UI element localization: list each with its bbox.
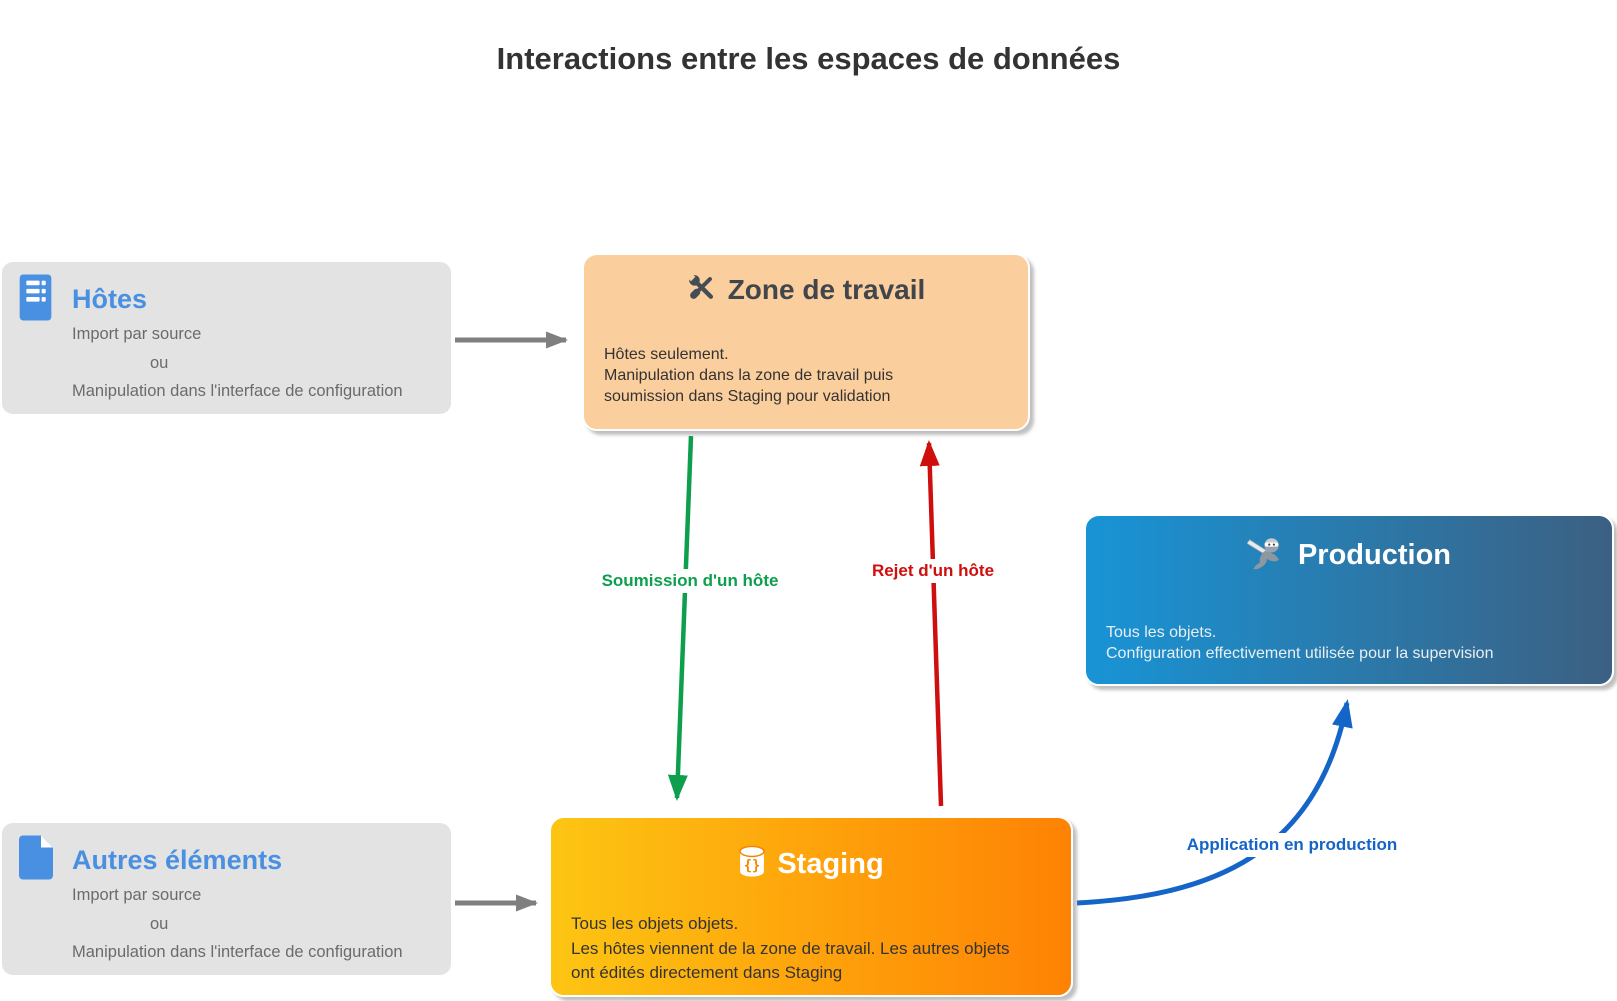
staging-line: ont édités directement dans Staging	[571, 963, 843, 982]
zone-line: Manipulation dans la zone de travail pui…	[604, 367, 894, 384]
server-icon	[19, 274, 52, 326]
autres-line: Manipulation dans l'interface de configu…	[72, 943, 403, 961]
autres-line: Import par source	[72, 886, 202, 904]
production-line: Tous les objets.	[1106, 624, 1217, 641]
staging-title: Staging	[777, 847, 884, 880]
hotes-title: Hôtes	[72, 284, 148, 314]
staging-line: Les hôtes viennent de la zone de travail…	[571, 938, 1010, 958]
autres-line: ou	[150, 914, 169, 933]
staging-line: Tous les objets objets.	[571, 914, 739, 933]
zone-line: Hôtes seulement.	[604, 346, 729, 363]
hotes-line: Import par source	[72, 325, 202, 343]
rejet-arrow	[919, 440, 944, 807]
production-box: Production Tous les objets. Configuratio…	[1084, 514, 1614, 686]
svg-text:{}: {}	[744, 858, 761, 874]
diagram-title: Interactions entre les espaces de donnée…	[496, 41, 1121, 76]
hotes-line: ou	[150, 353, 169, 372]
application-arrow-label: Application en production	[1179, 833, 1405, 857]
zone-line: soumission dans Staging pour validation	[604, 388, 891, 405]
rejet-arrow-label: Rejet d'un hôte	[864, 559, 1002, 583]
tools-icon	[686, 272, 717, 307]
hotes-box: Hôtes Import par source ou Manipulation …	[2, 262, 451, 414]
autres-elements-box: Autres éléments Import par source ou Man…	[2, 823, 451, 975]
database-icon: {}	[738, 845, 766, 883]
hotes-line: Manipulation dans l'interface de configu…	[72, 382, 403, 400]
application-arrow	[1076, 699, 1353, 906]
ninja-icon	[1246, 534, 1287, 576]
production-line: Configuration effectivement utilisée pou…	[1106, 645, 1494, 662]
production-title: Production	[1297, 538, 1452, 571]
soumission-arrow	[667, 435, 694, 801]
document-icon	[19, 835, 53, 885]
soumission-arrow-label: Soumission d'un hôte	[594, 569, 786, 593]
zone-de-travail-box: Zone de travail Hôtes seulement. Manipul…	[582, 253, 1030, 431]
autres-elements-title: Autres éléments	[72, 845, 283, 875]
staging-box: {} Staging Tous les objets objets. Les h…	[549, 816, 1073, 997]
zone-de-travail-title: Zone de travail	[727, 273, 926, 305]
